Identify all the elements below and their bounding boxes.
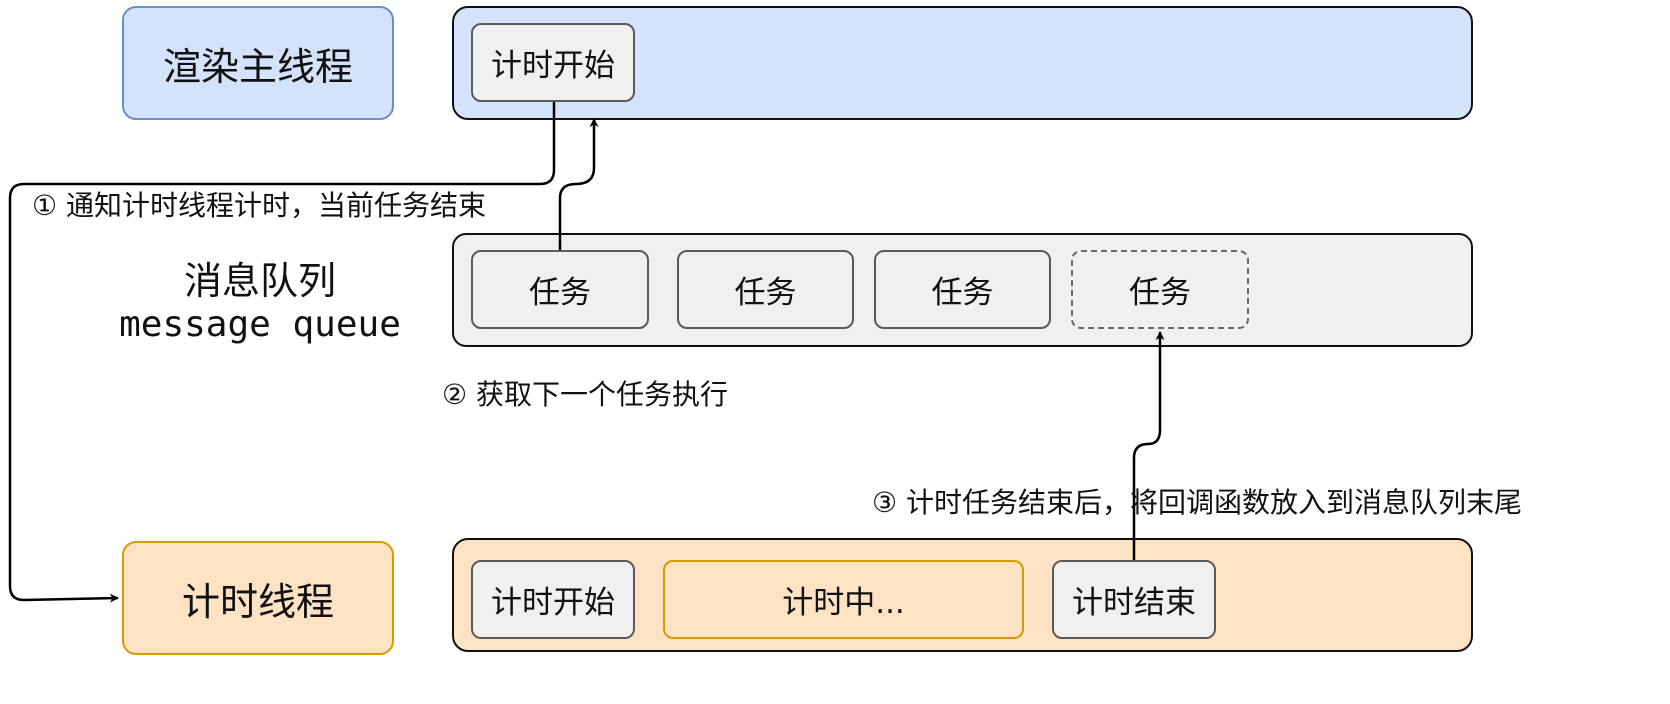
- queue-task-1: 任务: [471, 250, 649, 329]
- queue-task-label: 任务: [1129, 275, 1191, 311]
- queue-task-label: 任务: [529, 275, 591, 311]
- step1-annotation: ① 通知计时线程计时，当前任务结束: [32, 189, 487, 222]
- queue-task-label: 任务: [734, 275, 797, 311]
- queue-task-label: 任务: [931, 275, 994, 311]
- message-queue-subtitle: message queue: [119, 304, 401, 346]
- timer-start-task: 计时开始: [471, 560, 635, 639]
- timer-running-text: 计时中...: [782, 585, 905, 621]
- queue-task-new-dashed: 任务: [1071, 250, 1249, 329]
- queue-task-2: 任务: [677, 250, 854, 329]
- main-thread-timer-start-task: 计时开始: [471, 23, 635, 102]
- main-thread-label: 渲染主线程: [122, 6, 394, 120]
- step2-connector: [558, 118, 599, 250]
- timer-start-text: 计时开始: [491, 585, 615, 621]
- step3-connector: [1132, 331, 1165, 560]
- queue-task-3: 任务: [874, 250, 1051, 329]
- message-queue-label: 消息队列 message queue: [95, 252, 425, 352]
- timer-end-text: 计时结束: [1072, 585, 1196, 621]
- timer-thread-label: 计时线程: [122, 541, 394, 655]
- timer-end-task: 计时结束: [1052, 560, 1216, 639]
- timer-running-task: 计时中...: [663, 560, 1024, 639]
- step3-annotation: ③ 计时任务结束后，将回调函数放入到消息队列末尾: [872, 486, 1523, 519]
- step2-annotation: ② 获取下一个任务执行: [442, 378, 729, 411]
- main-thread-timer-start-text: 计时开始: [491, 48, 615, 84]
- timer-thread-label-text: 计时线程: [181, 579, 334, 624]
- message-queue-title: 消息队列: [183, 258, 336, 303]
- main-thread-label-text: 渲染主线程: [162, 44, 353, 89]
